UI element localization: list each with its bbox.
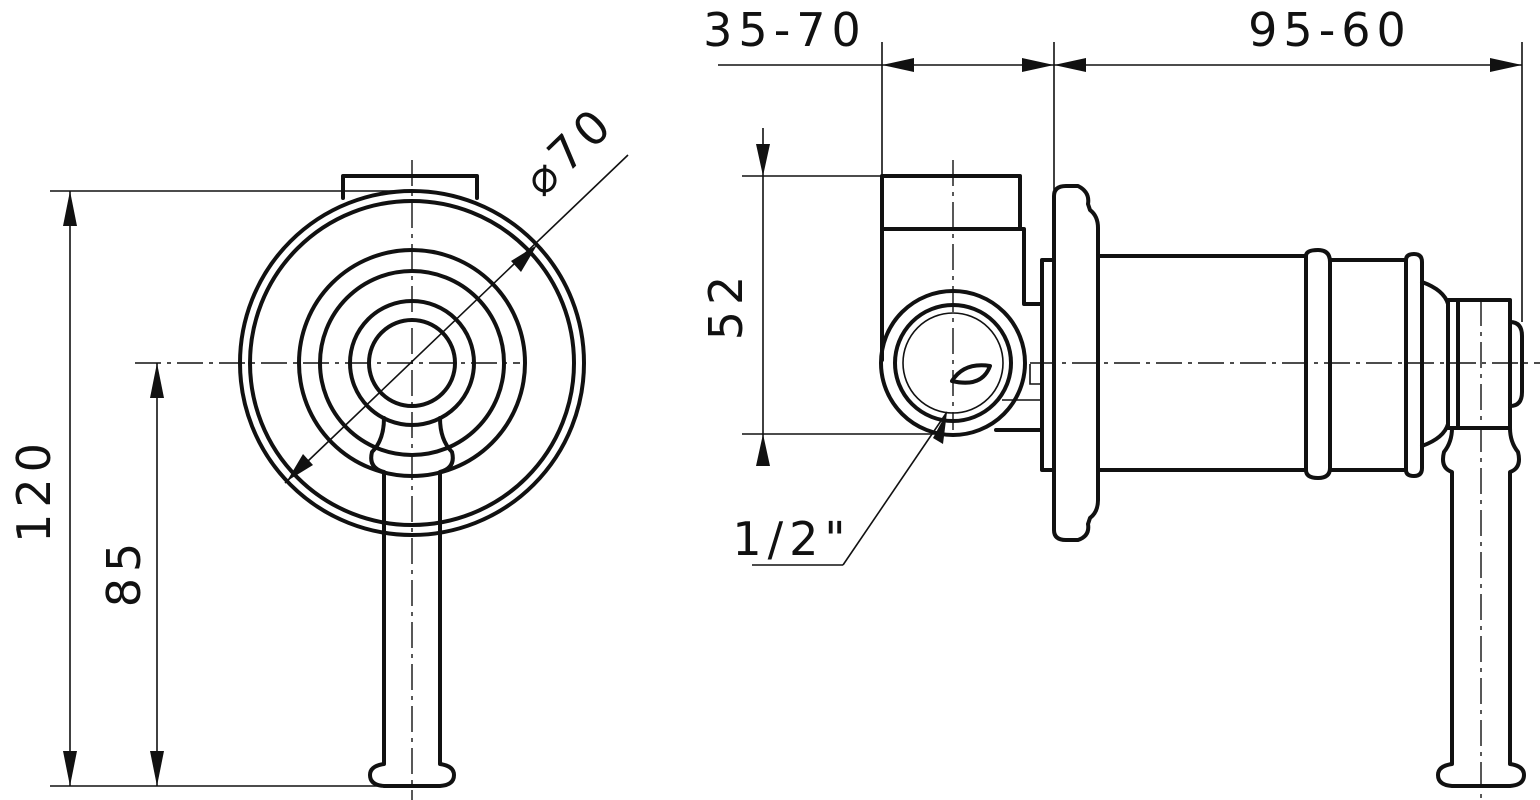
rosette-step-1 — [297, 248, 527, 478]
side-hidden-lines — [1002, 364, 1042, 401]
dim-diameter-label: ⌀70 — [513, 95, 625, 206]
dim-52-arrow-top — [756, 144, 770, 176]
thread-leader-arrow — [933, 412, 947, 444]
dim-35-70-label: 35-70 — [703, 3, 867, 57]
side-rosette-plate — [1052, 184, 1100, 542]
outlet-inner-notch — [950, 363, 992, 385]
side-handle-lever — [1436, 426, 1526, 788]
dim-85-label: 85 — [97, 537, 151, 608]
dim-35-70-arrow-right — [1022, 58, 1054, 72]
dim-52-label: 52 — [699, 270, 753, 341]
dim-120-label: 120 — [7, 437, 61, 543]
dim-120-arrow-bottom — [63, 751, 77, 786]
thread-label: 1/2" — [732, 512, 851, 566]
side-cap-taper — [1420, 280, 1450, 448]
dim-95-60-arrow-left — [1054, 58, 1086, 72]
dim-diameter-arrow-lower — [287, 454, 313, 481]
outlet-inner-ring — [893, 303, 1013, 423]
dim-95-60-label: 95-60 — [1248, 3, 1412, 57]
dim-diameter-arrow-upper — [511, 245, 537, 272]
dim-85-arrow-top — [150, 363, 164, 398]
dim-95-60-arrow-right — [1490, 58, 1522, 72]
valve-body — [880, 227, 1044, 432]
valve-body-top-cap — [880, 174, 1022, 231]
thread-leader-line — [842, 411, 948, 566]
side-rosette-backing — [1040, 258, 1056, 472]
rosette-step-2 — [318, 269, 506, 457]
side-cap-body — [1328, 258, 1408, 472]
side-handle-hub — [1446, 298, 1512, 430]
front-view: 120 85 ⌀70 — [7, 95, 629, 800]
dim-35-70-arrow-left — [882, 58, 914, 72]
dim-85-arrow-bottom — [150, 751, 164, 786]
front-top-connector — [341, 174, 479, 200]
side-handle-end-cap — [1508, 320, 1524, 408]
side-ring-band — [1304, 248, 1332, 480]
dim-120-arrow-top — [63, 191, 77, 226]
outlet-thread-ring — [902, 312, 1004, 414]
spindle-outer — [367, 318, 457, 408]
dim-52-arrow-bottom — [756, 434, 770, 466]
rosette-step-3 — [348, 299, 476, 427]
outlet-outer-ring — [879, 289, 1027, 437]
side-cap-ring — [1404, 252, 1424, 478]
rosette-inner-ring — [248, 199, 576, 527]
front-handle-lever — [368, 416, 456, 788]
dim-diameter-line — [284, 154, 629, 484]
side-view: 35-70 95-60 52 1/2" — [699, 3, 1540, 800]
